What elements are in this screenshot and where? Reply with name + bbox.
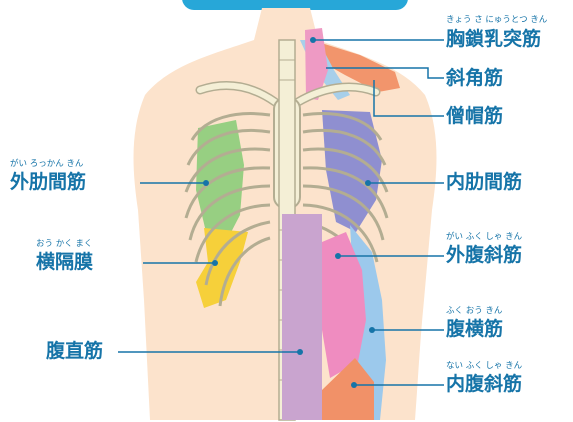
- diaphragm-label: 横隔膜: [36, 253, 93, 272]
- internal-oblique-ruby: ない ふく しゃ きん: [446, 362, 522, 371]
- rectus-abdominis-muscle: [282, 214, 322, 420]
- internal-oblique-label: 内腹斜筋: [446, 375, 522, 394]
- rectus-abdominis-label: 腹直筋: [46, 342, 103, 361]
- external-oblique-label: 外腹斜筋: [446, 246, 522, 265]
- external-intercostal-ruby: がい ろっかん きん: [10, 160, 83, 169]
- scalene-label: 斜角筋: [446, 69, 503, 88]
- diaphragm-ruby: おう かく まく: [36, 240, 92, 249]
- external-oblique-ruby: がい ふく しゃ きん: [446, 233, 522, 242]
- transversus-abdominis-ruby: ふく おう きん: [446, 307, 502, 316]
- external-intercostal-label: 外肋間筋: [10, 173, 86, 192]
- internal-intercostal-label: 内肋間筋: [446, 173, 522, 192]
- trapezius-label: 僧帽筋: [446, 107, 503, 126]
- sternocleidomastoid-ruby: きょう さ にゅうとつ きん: [446, 16, 547, 25]
- sternocleidomastoid-label: 胸鎖乳突筋: [446, 30, 541, 49]
- transversus-abdominis-label: 腹横筋: [446, 320, 503, 339]
